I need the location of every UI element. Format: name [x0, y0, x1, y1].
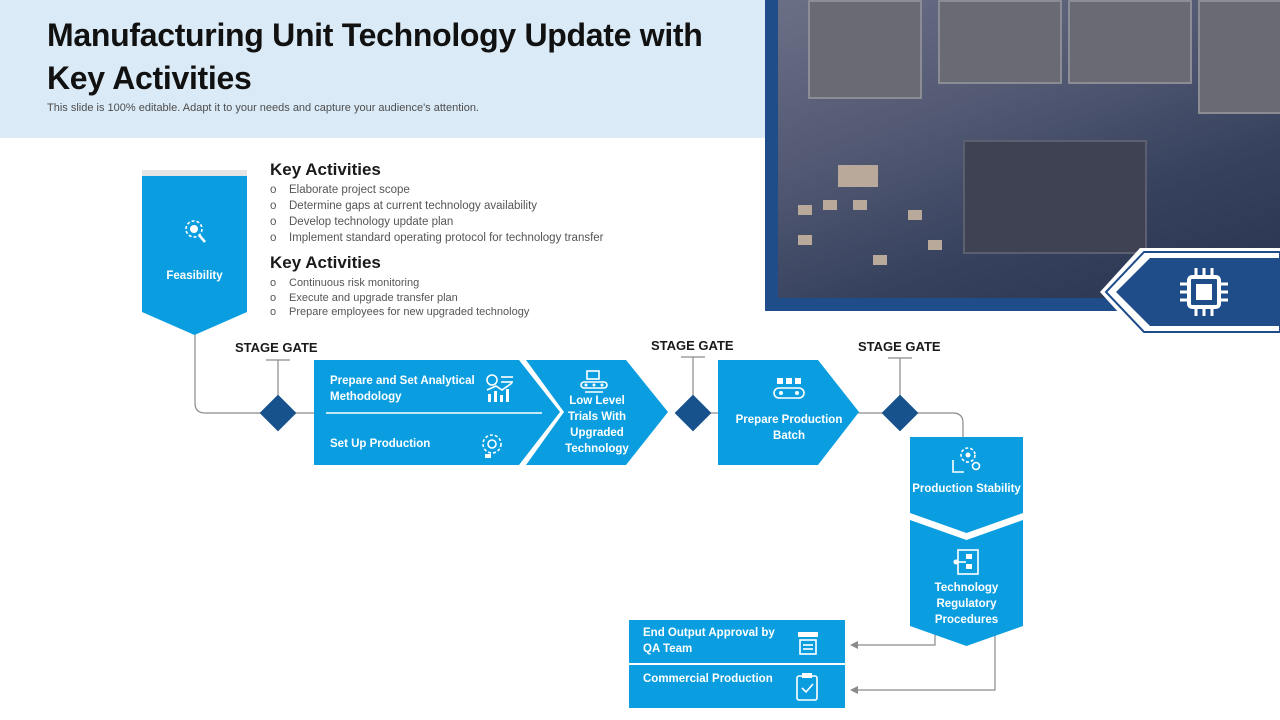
- step-low-level-trials: Low Level Trials With Upgraded Technolog…: [526, 360, 668, 465]
- flowchart-icon: [953, 549, 979, 575]
- list-item: Determine gaps at current technology ava…: [270, 198, 604, 214]
- step-regulatory-procedures: Technology Regulatory Procedures: [910, 520, 1023, 646]
- step-output-approval: End Output Approval by QA Team: [629, 620, 845, 663]
- list-item: Continuous risk monitoring: [270, 276, 529, 291]
- gear-cycle-icon: [482, 434, 502, 458]
- conveyor-icon: [580, 370, 608, 393]
- stage-gate-label-1: STAGE GATE: [235, 340, 318, 355]
- list-item: Prepare employees for new upgraded techn…: [270, 305, 529, 320]
- quality-check-icon: [798, 632, 818, 655]
- key-activities-heading-2: Key Activities: [270, 253, 381, 272]
- header-band: [0, 0, 765, 138]
- gear-search-icon: [185, 220, 206, 243]
- key-activities-list-2: Continuous risk monitoring Execute and u…: [270, 276, 529, 320]
- list-item: Implement standard operating protocol fo…: [270, 230, 604, 246]
- production-stability-label: Production Stability: [912, 483, 1021, 495]
- key-activities-heading-1: Key Activities: [270, 160, 381, 179]
- cpu-badge: [1100, 248, 1280, 336]
- hand-gears-icon: [952, 447, 981, 473]
- list-item: Execute and upgrade transfer plan: [270, 291, 529, 306]
- stage-gate-label-2: STAGE GATE: [651, 338, 734, 353]
- analytics-chart-icon: [486, 374, 513, 402]
- production-line-icon: [773, 378, 805, 399]
- output-approval-label: End Output Approval by QA Team: [643, 627, 775, 655]
- step-analytical-setup: Prepare and Set Analytical Methodology S…: [314, 360, 560, 465]
- list-item: Develop technology update plan: [270, 214, 604, 230]
- list-item: Elaborate project scope: [270, 182, 604, 198]
- microchip-icon: [1180, 268, 1228, 316]
- step-production-stability: Production Stability: [910, 437, 1023, 537]
- feasibility-stage: Feasibility: [142, 170, 247, 335]
- stage-gate-label-3: STAGE GATE: [858, 339, 941, 354]
- production-batch-label: Prepare Production Batch: [735, 414, 843, 442]
- analytical-methodology-label: Prepare and Set Analytical Methodology: [330, 375, 475, 403]
- step-commercial-production: Commercial Production: [629, 665, 845, 708]
- page-subtitle: This slide is 100% editable. Adapt it to…: [47, 102, 479, 114]
- setup-production-label: Set Up Production: [330, 438, 431, 450]
- commercial-production-label: Commercial Production: [643, 673, 773, 685]
- step-production-batch: Prepare Production Batch: [718, 360, 859, 465]
- feasibility-label: Feasibility: [166, 270, 223, 282]
- clipboard-check-icon: [796, 673, 818, 701]
- regulatory-procedures-label: Technology Regulatory Procedures: [934, 582, 999, 626]
- low-level-trials-label: Low Level Trials With Upgraded Technolog…: [565, 395, 629, 455]
- key-activities-list-1: Elaborate project scope Determine gaps a…: [270, 182, 604, 246]
- page-title: Manufacturing Unit Technology Update wit…: [47, 17, 703, 96]
